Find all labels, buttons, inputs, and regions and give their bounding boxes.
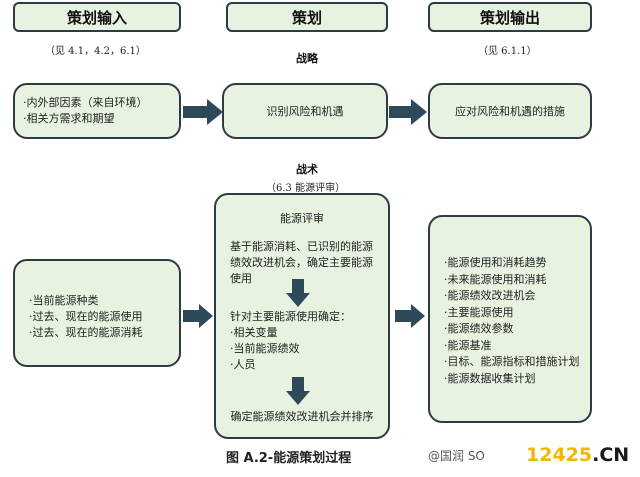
tactic-input-box: ·当前能源种类 ·过去、现在的能源使用 ·过去、现在的能源消耗 bbox=[13, 259, 181, 367]
header-input-label: 策划输入 bbox=[66, 8, 127, 27]
list-item: ·能源使用和消耗趋势 bbox=[444, 256, 547, 269]
right-arrow-icon bbox=[389, 99, 427, 125]
energy-review-title: 能源评审 bbox=[280, 212, 324, 225]
list-item: ·相关变量 bbox=[230, 326, 278, 339]
site-logo: 12425.CN bbox=[526, 444, 629, 466]
header-output-label: 策划输出 bbox=[479, 8, 540, 27]
right-arrow-icon bbox=[183, 304, 213, 328]
tactic-output-box: ·能源使用和消耗趋势 ·未来能源使用和消耗 ·能源绩效改进机会 ·主要能源使用 … bbox=[428, 215, 592, 423]
tactic-output-list: ·能源使用和消耗趋势 ·未来能源使用和消耗 ·能源绩效改进机会 ·主要能源使用 … bbox=[444, 255, 580, 387]
header-output: 策划输出 bbox=[428, 2, 592, 32]
energy-review-step2-title: 针对主要能源使用确定： bbox=[230, 310, 351, 323]
strategy-input-box: ·内外部因素（来自环境） ·相关方需求和期望 bbox=[13, 83, 181, 139]
list-item: ·能源数据收集计划 bbox=[444, 371, 536, 385]
strategy-input-list: ·内外部因素（来自环境） ·相关方需求和期望 bbox=[23, 95, 148, 127]
list-item: ·能源绩效改进机会 bbox=[444, 289, 536, 302]
header-plan: 策划 bbox=[226, 2, 388, 32]
strategy-middle-box: 识别风险和机遇 bbox=[222, 83, 388, 139]
strategy-middle-text: 识别风险和机遇 bbox=[266, 105, 344, 118]
down-arrow-icon bbox=[286, 377, 310, 405]
list-item: ·过去、现在的能源消耗 bbox=[29, 326, 143, 339]
list-item: ·未来能源使用和消耗 bbox=[444, 272, 547, 286]
list-item: ·人员 bbox=[230, 358, 256, 371]
list-item: ·主要能源使用 bbox=[444, 305, 514, 319]
strategy-label: 战略 bbox=[296, 52, 318, 65]
energy-review-step2-list: ·相关变量 ·当前能源绩效 ·人员 bbox=[230, 325, 300, 373]
tactic-label: 战术 bbox=[296, 163, 318, 176]
header-plan-label: 策划 bbox=[291, 8, 322, 27]
list-item: ·当前能源绩效 bbox=[230, 342, 300, 355]
tactic-reference: （6.3 能源评审） bbox=[266, 183, 346, 194]
energy-review-box: 能源评审 基于能源消耗、已识别的能源绩效改进机会，确定主要能源使用 针对主要能源… bbox=[214, 193, 390, 439]
logo-part2: .CN bbox=[592, 444, 630, 466]
list-item: ·内外部因素（来自环境） bbox=[23, 96, 148, 109]
strategy-output-text: 应对风险和机遇的措施 bbox=[455, 105, 565, 118]
input-reference: （见 4.1，4.2，6.1） bbox=[45, 46, 146, 57]
header-input: 策划输入 bbox=[13, 2, 181, 32]
energy-review-step1: 基于能源消耗、已识别的能源绩效改进机会，确定主要能源使用 bbox=[230, 240, 373, 285]
list-item: ·相关方需求和期望 bbox=[23, 112, 115, 125]
list-item: ·能源基准 bbox=[444, 338, 492, 352]
logo-part1: 12425 bbox=[526, 444, 593, 466]
list-item: ·过去、现在的能源使用 bbox=[29, 310, 143, 323]
right-arrow-icon bbox=[183, 99, 223, 125]
energy-review-step3: 确定能源绩效改进机会并排序 bbox=[230, 410, 374, 423]
list-item: ·目标、能源指标和措施计划 bbox=[444, 355, 580, 368]
watermark-text: @国润 SO bbox=[428, 449, 485, 463]
list-item: ·能源绩效参数 bbox=[444, 322, 514, 335]
figure-caption: 图 A.2-能源策划过程 bbox=[226, 451, 352, 466]
right-arrow-icon bbox=[395, 304, 425, 328]
list-item: ·当前能源种类 bbox=[29, 294, 99, 307]
tactic-input-list: ·当前能源种类 ·过去、现在的能源使用 ·过去、现在的能源消耗 bbox=[29, 293, 143, 341]
down-arrow-icon bbox=[286, 279, 310, 307]
strategy-output-box: 应对风险和机遇的措施 bbox=[428, 83, 592, 139]
output-reference: （见 6.1.1） bbox=[478, 46, 537, 57]
